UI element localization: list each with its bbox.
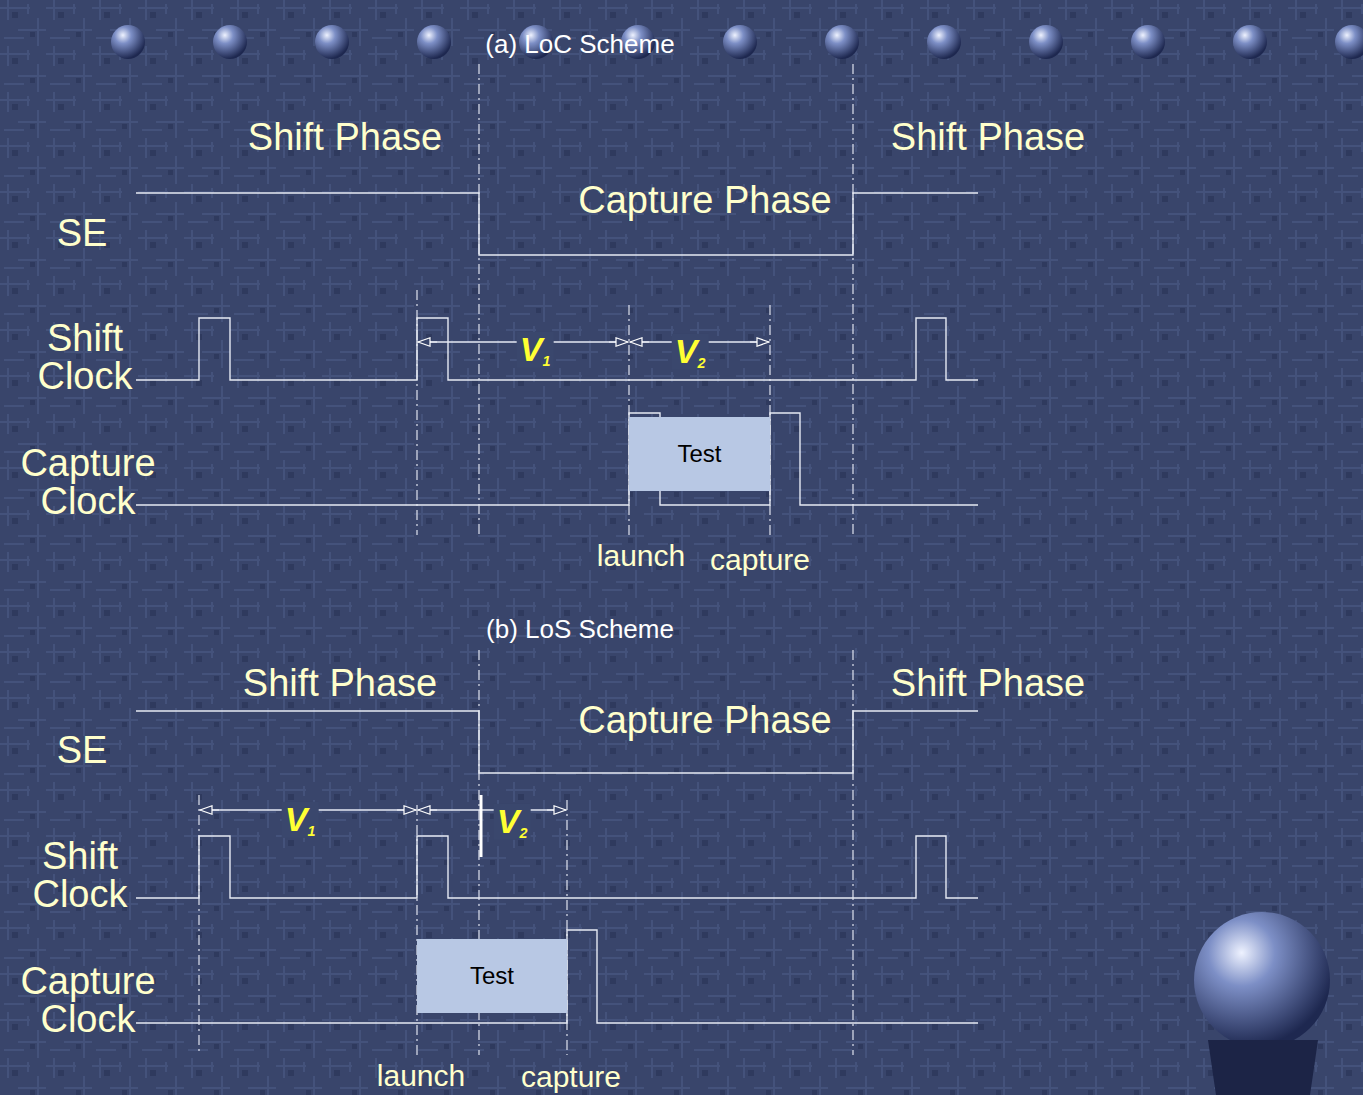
phase-label: Shift Phase	[248, 118, 442, 156]
event-label: capture	[710, 545, 810, 575]
decor-stand	[1208, 1040, 1318, 1095]
arrow-head	[630, 341, 649, 342]
decor-sphere	[825, 25, 859, 59]
arrow-head	[609, 341, 628, 342]
signal-name: Capture Clock	[8, 444, 168, 520]
arrow-head	[200, 809, 219, 810]
phase-label: Shift Phase	[243, 664, 437, 702]
decor-sphere	[1131, 25, 1165, 59]
box-label: Test	[677, 440, 721, 468]
shift-clock-wave	[136, 318, 978, 380]
signal-name: Shift Clock	[25, 319, 145, 395]
shift-clock-wave	[136, 836, 978, 898]
box-label: Test	[470, 962, 514, 990]
vector-label: V1	[517, 332, 554, 368]
signal-name: SE	[57, 214, 108, 252]
se-signal	[136, 193, 978, 255]
phase-label: Shift Phase	[891, 664, 1085, 702]
event-label: launch	[597, 541, 685, 571]
arrow-head	[547, 809, 566, 810]
decor-sphere	[723, 25, 757, 59]
vector-label: V2	[494, 804, 531, 840]
decor-sphere	[1029, 25, 1063, 59]
decor-sphere	[1233, 25, 1267, 59]
arrow-head	[397, 809, 416, 810]
test-window: Test	[417, 939, 567, 1013]
signal-name: Shift Clock	[20, 837, 140, 913]
decor-sphere	[927, 25, 961, 59]
vector-label: V2	[672, 334, 709, 370]
signal-name: SE	[57, 731, 108, 769]
event-label: launch	[377, 1061, 465, 1091]
decor-sphere	[213, 25, 247, 59]
decor-sphere	[315, 25, 349, 59]
se-marker	[480, 795, 483, 857]
phase-label: Capture Phase	[578, 181, 832, 219]
arrow-head	[750, 341, 769, 342]
capture-clock-wave	[136, 413, 978, 505]
test-window: Test	[629, 417, 770, 491]
phase-label: Capture Phase	[578, 701, 832, 739]
scheme-title: (b) LoS Scheme	[486, 616, 674, 642]
decor-sphere	[111, 25, 145, 59]
scheme-title: (a) LoC Scheme	[485, 31, 674, 57]
signal-name: Capture Clock	[8, 962, 168, 1038]
timing-guide	[478, 64, 479, 535]
arrow-head	[418, 341, 437, 342]
vector-label: V1	[282, 802, 319, 838]
decor-sphere	[417, 25, 451, 59]
decor-sphere	[1335, 25, 1363, 59]
phase-label: Shift Phase	[891, 118, 1085, 156]
timing-guide	[852, 64, 853, 535]
arrow-head	[418, 809, 437, 810]
interval-arrow	[429, 809, 555, 810]
timing-guide	[198, 795, 199, 1055]
event-label: capture	[521, 1062, 621, 1092]
se-signal	[136, 711, 978, 773]
capture-clock-wave	[136, 930, 978, 1023]
decor-sphere	[1194, 912, 1330, 1048]
